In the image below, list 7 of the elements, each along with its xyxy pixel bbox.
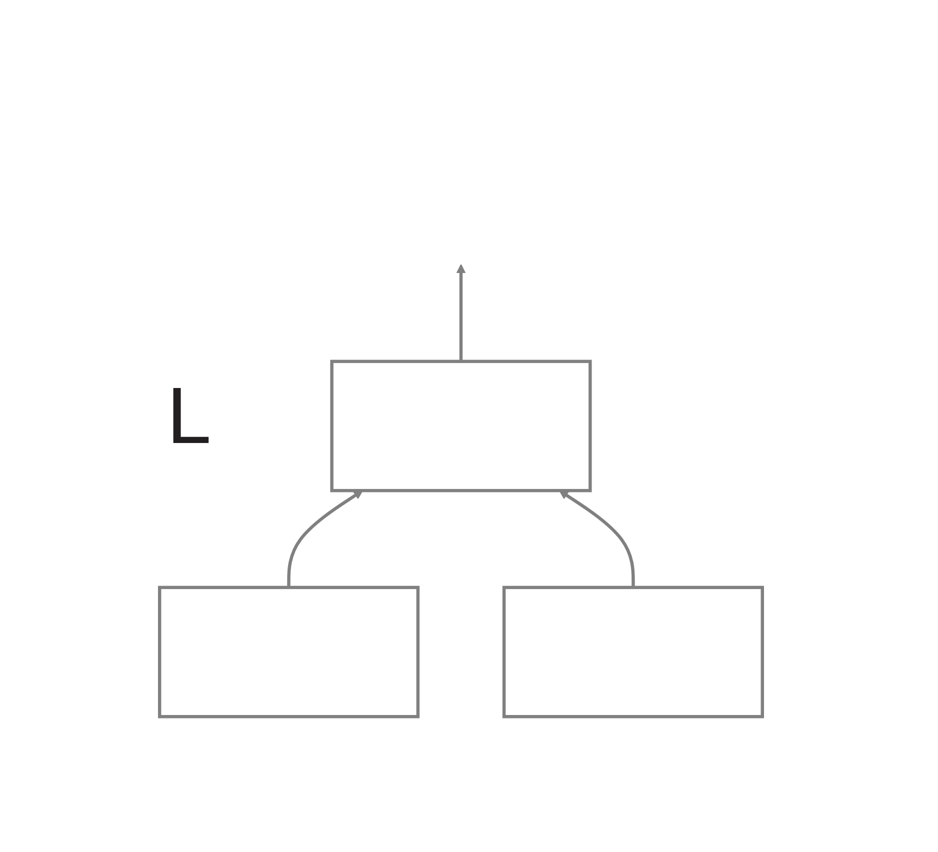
box-caption: L [166, 371, 212, 460]
node-box [158, 586, 420, 718]
node-box [502, 586, 764, 718]
arrow [287, 490, 364, 588]
arrow [456, 264, 466, 362]
node-box [330, 360, 592, 492]
arrow [559, 490, 636, 588]
